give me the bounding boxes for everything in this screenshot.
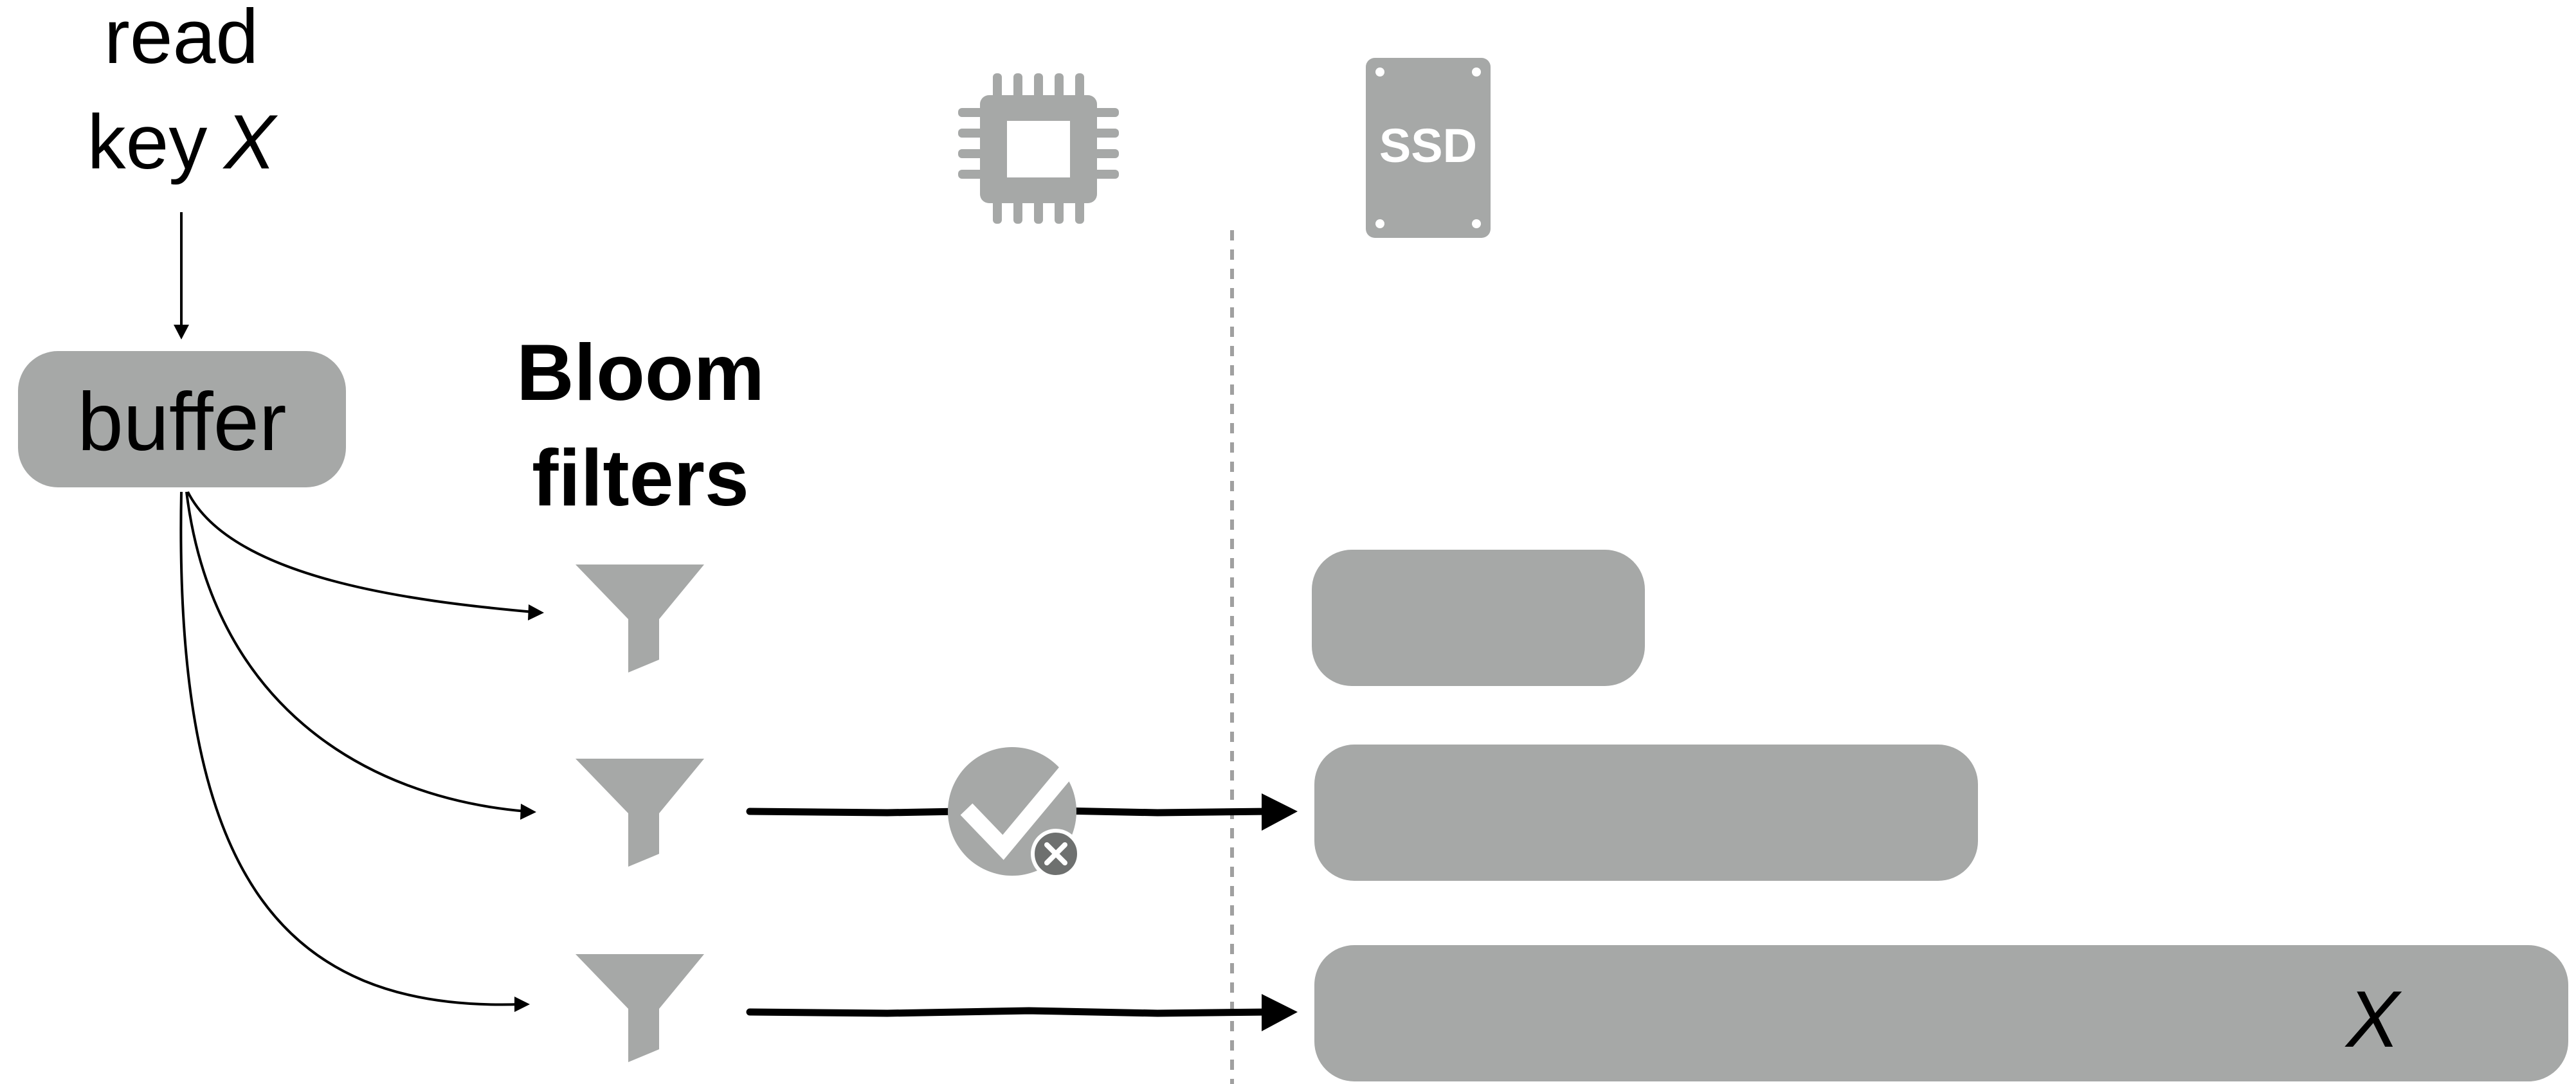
funnel-filter-icon	[576, 759, 704, 867]
funnel-filter-icon	[576, 954, 704, 1062]
filter-3-to-run-head	[1262, 994, 1298, 1031]
bloom-label-line1: Bloom	[516, 329, 765, 417]
key-name-label: X	[222, 99, 278, 185]
buffer-to-filter-2-head	[520, 804, 536, 820]
buffer-to-filter-3-head	[514, 997, 530, 1012]
ssd-drive-icon: SSD	[1366, 58, 1491, 238]
target-key-label: X	[2345, 975, 2402, 1064]
run-level-3	[1314, 945, 2568, 1081]
buffer-to-filter-1-arrow	[186, 491, 534, 613]
buffer-label: buffer	[78, 376, 287, 468]
cpu-chip-icon	[958, 73, 1119, 224]
bloom-label-line2: filters	[532, 434, 749, 523]
buffer-to-filter-1-head	[528, 604, 544, 620]
funnel-filter-icon	[576, 565, 704, 673]
buffer-box	[18, 351, 346, 487]
filter-2-to-run-head	[1262, 793, 1298, 831]
run-level-2	[1314, 745, 1978, 881]
key-prefix-label: key	[87, 99, 208, 185]
read-label: read	[104, 0, 259, 80]
buffer-to-filter-3-arrow	[179, 491, 522, 1006]
ssd-label: SSD	[1379, 119, 1477, 172]
buffer-to-filter-2-arrow	[185, 491, 527, 813]
false-positive-check-icon	[948, 747, 1081, 879]
query-arrow-head	[174, 325, 189, 339]
filter-3-to-run-arrow	[746, 1007, 1274, 1017]
run-level-1	[1312, 550, 1645, 686]
